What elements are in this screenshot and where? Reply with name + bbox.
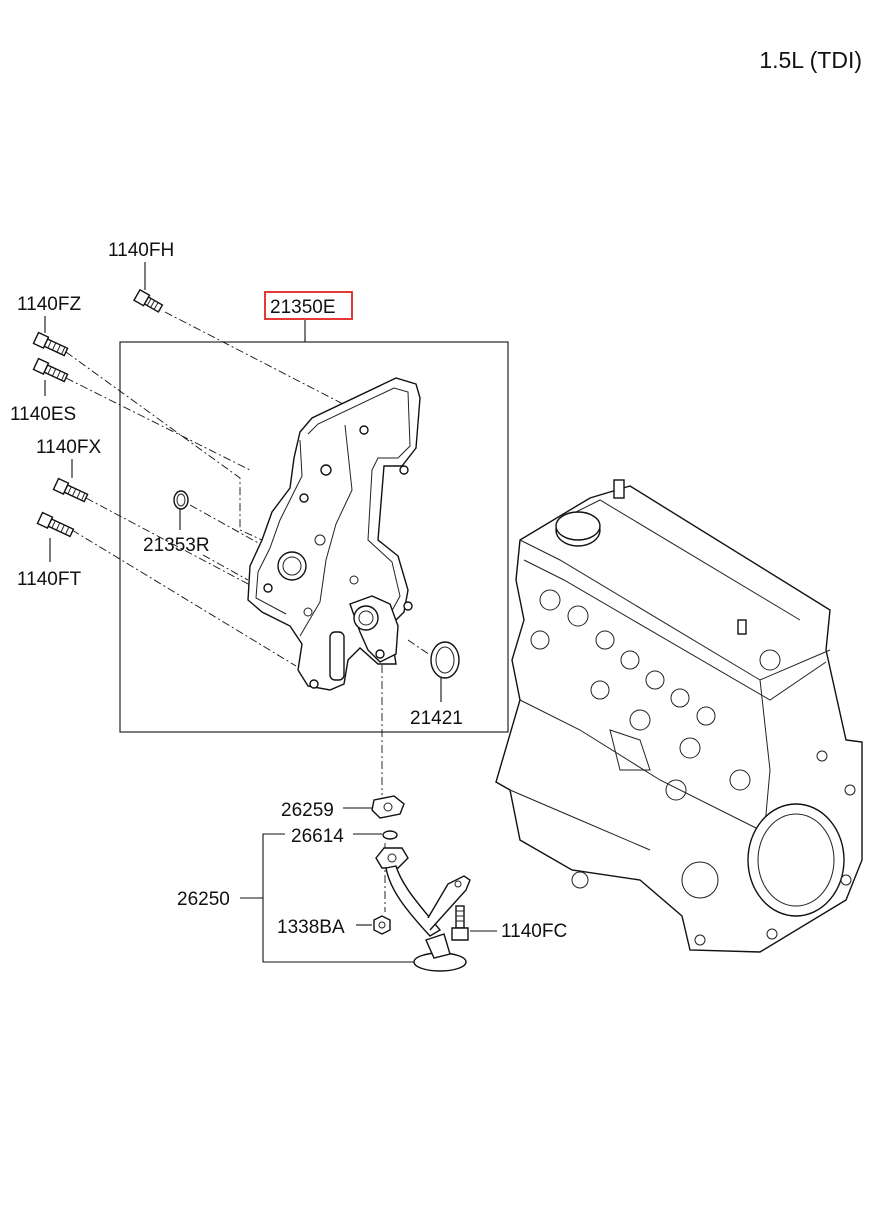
bolt-1140FZ-icon bbox=[32, 331, 69, 357]
bolt-1140ES-icon bbox=[32, 357, 69, 383]
label-26614[interactable]: 26614 bbox=[291, 826, 344, 847]
timing-cover-21350E-icon bbox=[247, 377, 421, 691]
gasket-26259-icon bbox=[371, 795, 405, 819]
highlight-box-21350E bbox=[264, 291, 353, 320]
seal-21353R-icon bbox=[173, 490, 189, 510]
oil-strainer-26250-icon bbox=[375, 847, 471, 972]
engine-label: 1.5L (TDI) bbox=[759, 47, 862, 73]
o-ring-26614-icon bbox=[382, 830, 398, 840]
bolt-1140FC-icon bbox=[451, 905, 469, 941]
label-26250[interactable]: 26250 bbox=[177, 889, 230, 910]
label-1140FX[interactable]: 1140FX bbox=[36, 437, 101, 458]
label-21421[interactable]: 21421 bbox=[410, 708, 463, 729]
bolt-1140FH-icon bbox=[133, 288, 164, 313]
label-1140FH[interactable]: 1140FH bbox=[108, 240, 174, 261]
engine-block-icon bbox=[495, 479, 863, 953]
seal-21421-icon bbox=[430, 641, 460, 679]
bolt-1140FX-icon bbox=[52, 477, 89, 503]
label-1140FZ[interactable]: 1140FZ bbox=[17, 294, 81, 315]
label-1140FC[interactable]: 1140FC bbox=[501, 921, 567, 942]
label-21350E[interactable]: 21350E bbox=[270, 297, 336, 318]
assembly-dashed-lines bbox=[65, 311, 431, 912]
label-1338BA[interactable]: 1338BA bbox=[277, 917, 345, 938]
bolt-1140FT-icon bbox=[36, 511, 75, 538]
label-1140FT[interactable]: 1140FT bbox=[17, 569, 81, 590]
label-26259[interactable]: 26259 bbox=[281, 800, 334, 821]
nut-1338BA-icon bbox=[373, 915, 391, 935]
timing-cover-group-box bbox=[119, 341, 509, 733]
label-1140ES[interactable]: 1140ES bbox=[10, 404, 76, 425]
